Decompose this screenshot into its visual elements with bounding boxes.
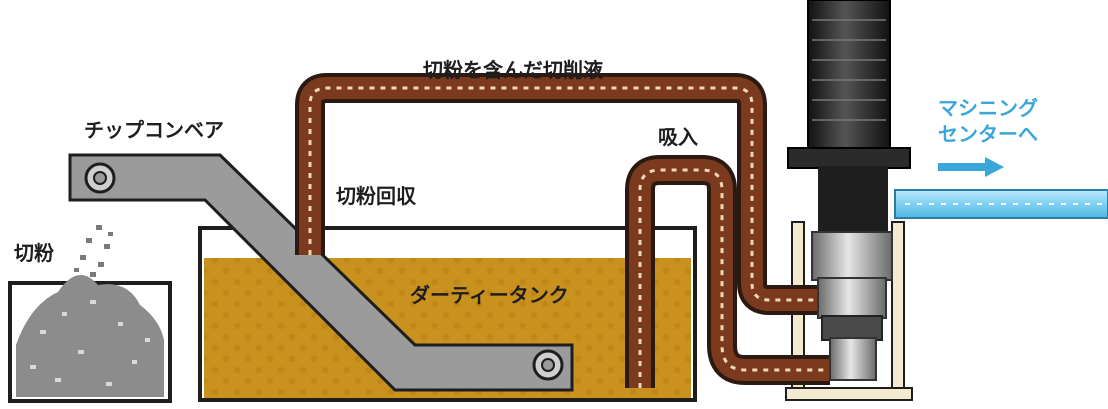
chevron-arrow-icon [308,86,820,302]
label-machining-center-1: マシニング [938,96,1038,120]
suction-pipe [625,155,830,388]
return-pipe [295,73,820,315]
chip-bucket [8,225,172,403]
pulley-icon [84,162,116,194]
outlet-pipe [894,189,1108,219]
label-cutting-fluid: 切粉を含んだ切削液 [423,58,603,82]
pulley-icon [532,349,564,381]
chip-conveyor [68,153,574,392]
label-chip-recovery: 切粉回収 [336,184,416,208]
label-dirty-tank: ダーティータンク [410,283,569,307]
chevron-arrow-icon [638,168,830,388]
right-arrow-icon [938,157,1004,177]
pump [787,0,911,381]
label-chips: 切粉 [14,241,54,265]
falling-chips [74,225,113,277]
label-machining-center-2: センターへ [938,122,1038,146]
label-suction: 吸入 [658,125,698,149]
label-chip-conveyor: チップコンベア [84,118,224,142]
